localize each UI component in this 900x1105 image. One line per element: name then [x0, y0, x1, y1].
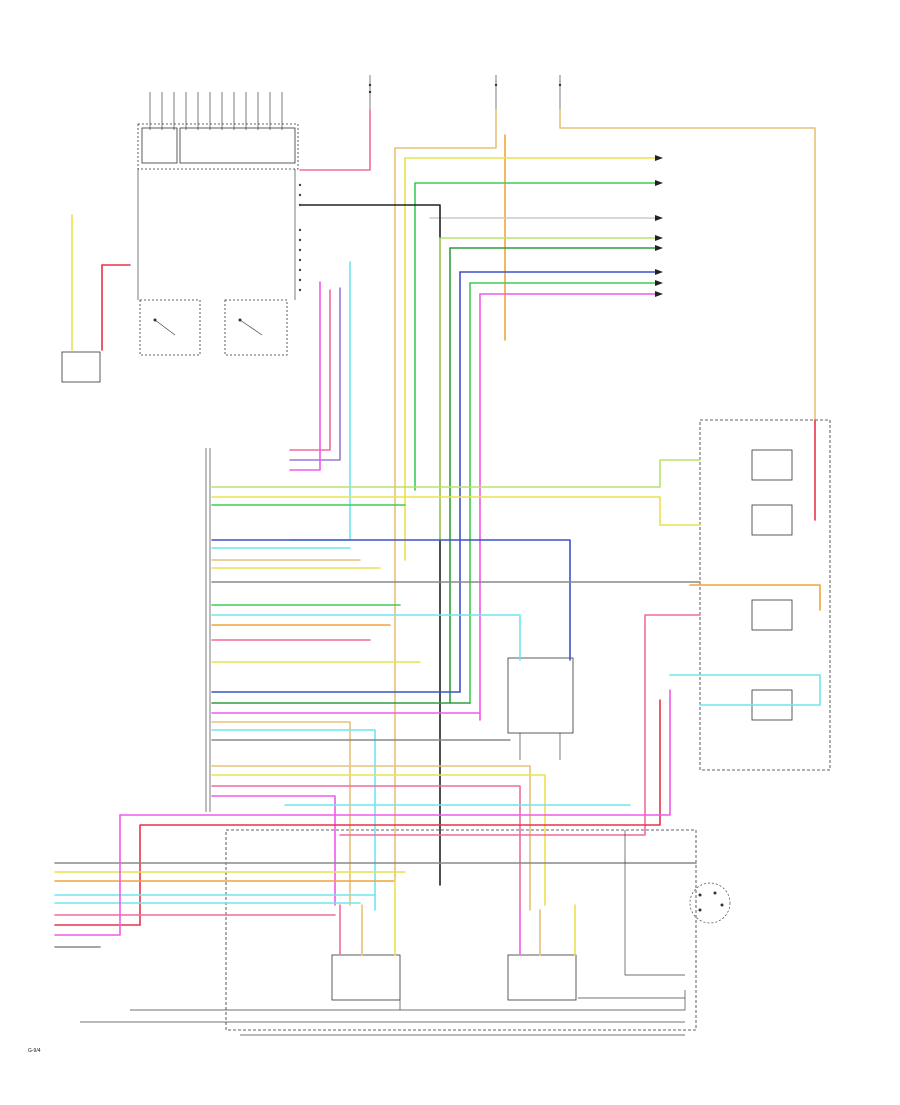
wheel-speed-sensors: [225, 829, 697, 1031]
fuse-block-top: [137, 92, 299, 300]
transmission-range-switch: [689, 882, 731, 924]
diagram-code: G-9/4: [28, 1048, 41, 1054]
pcm-connector-block: [205, 448, 211, 812]
connector-arrows: [655, 155, 663, 297]
speed-sensor-module: [507, 657, 574, 760]
switch-components: [61, 215, 288, 383]
top-connectors: [368, 75, 562, 110]
automatic-transmission-box: [699, 419, 831, 771]
connector-dots: [298, 183, 302, 292]
